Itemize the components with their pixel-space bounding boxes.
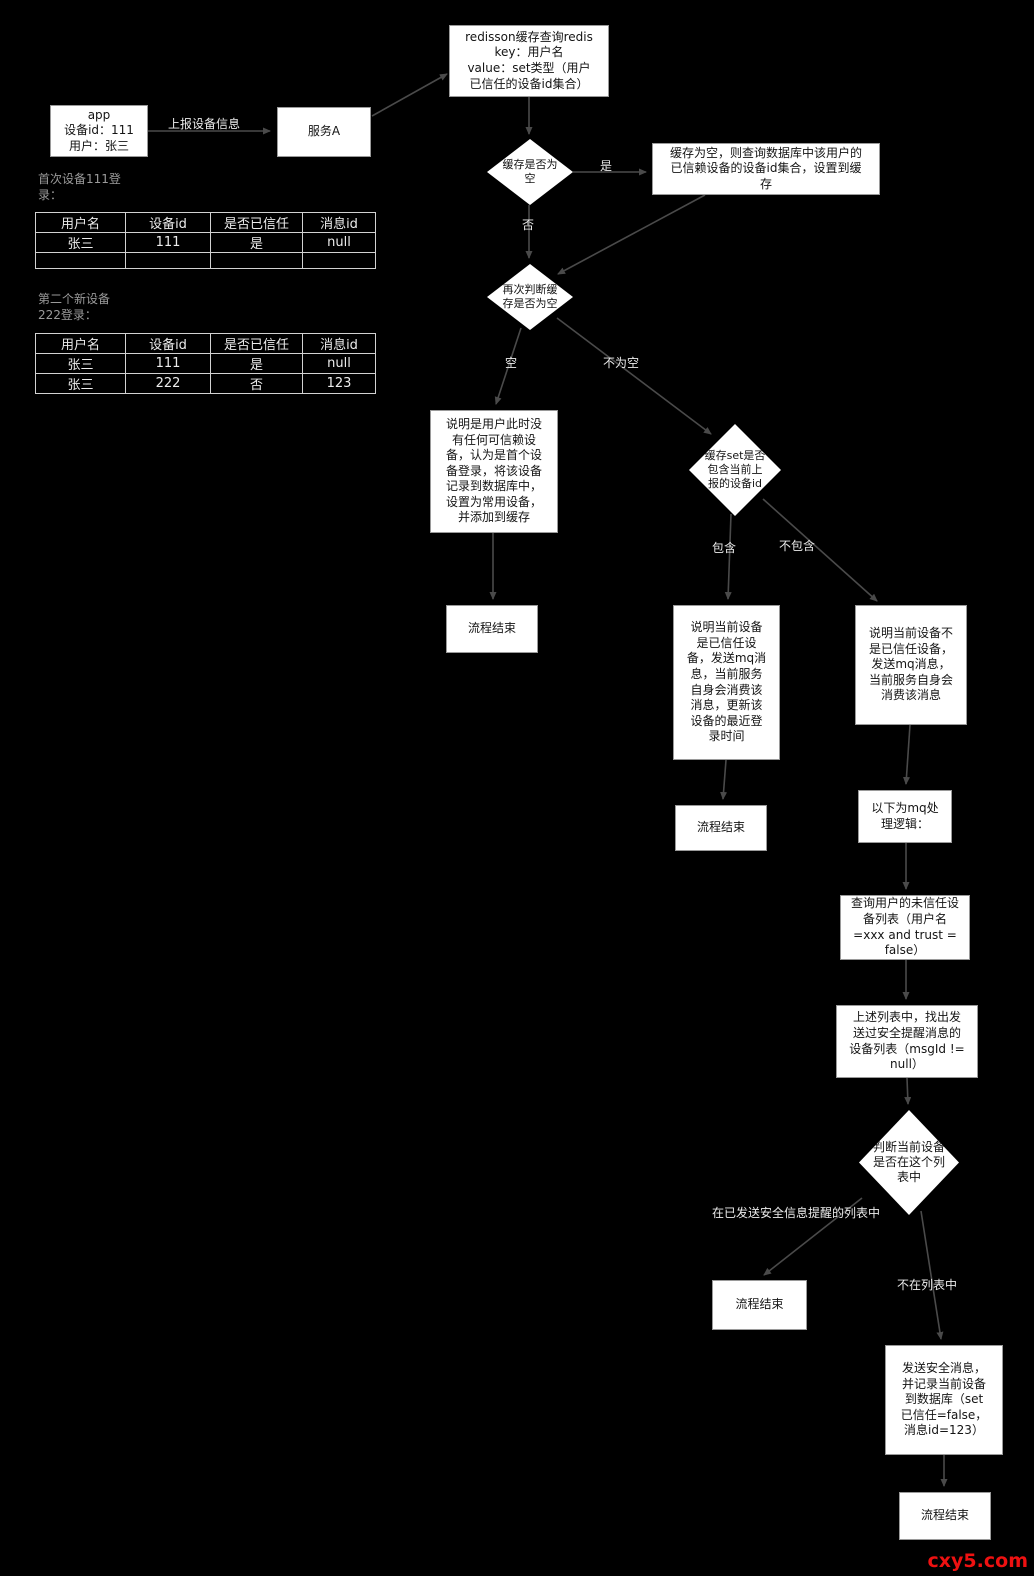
edge-label-in-sent-list: 在已发送安全信息提醒的列表中 [712, 1206, 881, 1220]
col-msg-id: 消息id [302, 212, 376, 233]
cell: null [302, 353, 376, 374]
node-send-security: 发送安全消息， 并记录当前设备 到数据库（set 已信任=false， 消息id… [885, 1345, 1003, 1455]
cell: 是 [210, 353, 303, 374]
node-mq-logic: 以下为mq处 理逻辑： [858, 790, 952, 843]
edge-label-no: 否 [522, 218, 535, 232]
node-cache-empty-action: 缓存为空，则查询数据库中该用户的 已信赖设备的设备id集合，设置到缓 存 [652, 143, 880, 195]
node-first-device: 说明是用户此时没 有任何可信赖设 备，认为是首个设 备登录，将该设备 记录到数据… [430, 410, 558, 533]
cell [302, 252, 376, 269]
cell [210, 252, 303, 269]
cell: 111 [125, 353, 211, 374]
col-username: 用户名 [35, 333, 126, 354]
node-redisson-cache-query: redisson缓存查询redis key：用户名 value：set类型（用户… [449, 25, 609, 97]
decision-cache-empty: 缓存是否为 空 [487, 139, 573, 205]
cell [35, 252, 126, 269]
col-trusted: 是否已信任 [210, 212, 303, 233]
node-end-3: 流程结束 [712, 1280, 807, 1330]
col-username: 用户名 [35, 212, 126, 233]
node-end-2: 流程结束 [675, 805, 767, 851]
edge-label-yes: 是 [600, 159, 613, 173]
cell: 张三 [35, 232, 126, 253]
edge-label-not-in-list: 不在列表中 [897, 1278, 958, 1292]
col-device-id: 设备id [125, 212, 211, 233]
heading-first-login: 首次设备111登 录： [38, 172, 121, 202]
node-end-1: 流程结束 [446, 605, 538, 653]
table-row: 张三 111 是 null [35, 232, 376, 253]
col-device-id: 设备id [125, 333, 211, 354]
edge-label-empty: 空 [505, 356, 518, 370]
table-header-row: 用户名 设备id 是否已信任 消息id [35, 212, 376, 233]
node-app: app 设备id：111 用户：张三 [50, 105, 148, 157]
cell: 123 [302, 373, 376, 394]
col-msg-id: 消息id [302, 333, 376, 354]
col-trusted: 是否已信任 [210, 333, 303, 354]
cell: 111 [125, 232, 211, 253]
cell: 222 [125, 373, 211, 394]
table-header-row: 用户名 设备id 是否已信任 消息id [35, 333, 376, 354]
node-not-trusted-device: 说明当前设备不 是已信任设备， 发送mq消息， 当前服务自身会 消费该消息 [855, 605, 967, 725]
edge-label-report-device: 上报设备信息 [168, 117, 241, 131]
table-row: 张三 222 否 123 [35, 373, 376, 394]
cell: 张三 [35, 373, 126, 394]
heading-second-login: 第二个新设备 222登录： [38, 292, 111, 322]
edge-label-contains: 包含 [712, 541, 737, 555]
edge-label-not-contains: 不包含 [779, 539, 816, 553]
cell: null [302, 232, 376, 253]
cell: 否 [210, 373, 303, 394]
node-find-sent-list: 上述列表中，找出发 送过安全提醒消息的 设备列表（msgId != null） [836, 1005, 978, 1078]
decision-recheck-cache: 再次判断缓 存是否为空 [487, 264, 573, 330]
table-first-login: 用户名 设备id 是否已信任 消息id 张三 111 是 null [35, 212, 376, 269]
table-row [35, 252, 376, 269]
table-row: 张三 111 是 null [35, 353, 376, 374]
site-watermark: cxy5.com [927, 1550, 1028, 1572]
table-second-login: 用户名 设备id 是否已信任 消息id 张三 111 是 null 张三 222… [35, 333, 376, 394]
node-service-a: 服务A [277, 107, 371, 157]
cell: 张三 [35, 353, 126, 374]
decision-in-list: 判断当前设备 是否在这个列 表中 [859, 1110, 959, 1215]
cell [125, 252, 211, 269]
node-trusted-device: 说明当前设备 是已信任设 备，发送mq消 息，当前服务 自身会消费该 消息，更新… [673, 605, 780, 760]
node-query-untrusted: 查询用户的未信任设 备列表（用户名 =xxx and trust = false… [840, 895, 970, 960]
node-end-4: 流程结束 [899, 1492, 991, 1540]
decision-set-contains: 缓存set是否 包含当前上 报的设备id [689, 424, 781, 516]
cell: 是 [210, 232, 303, 253]
edge-label-not-empty: 不为空 [603, 356, 640, 370]
